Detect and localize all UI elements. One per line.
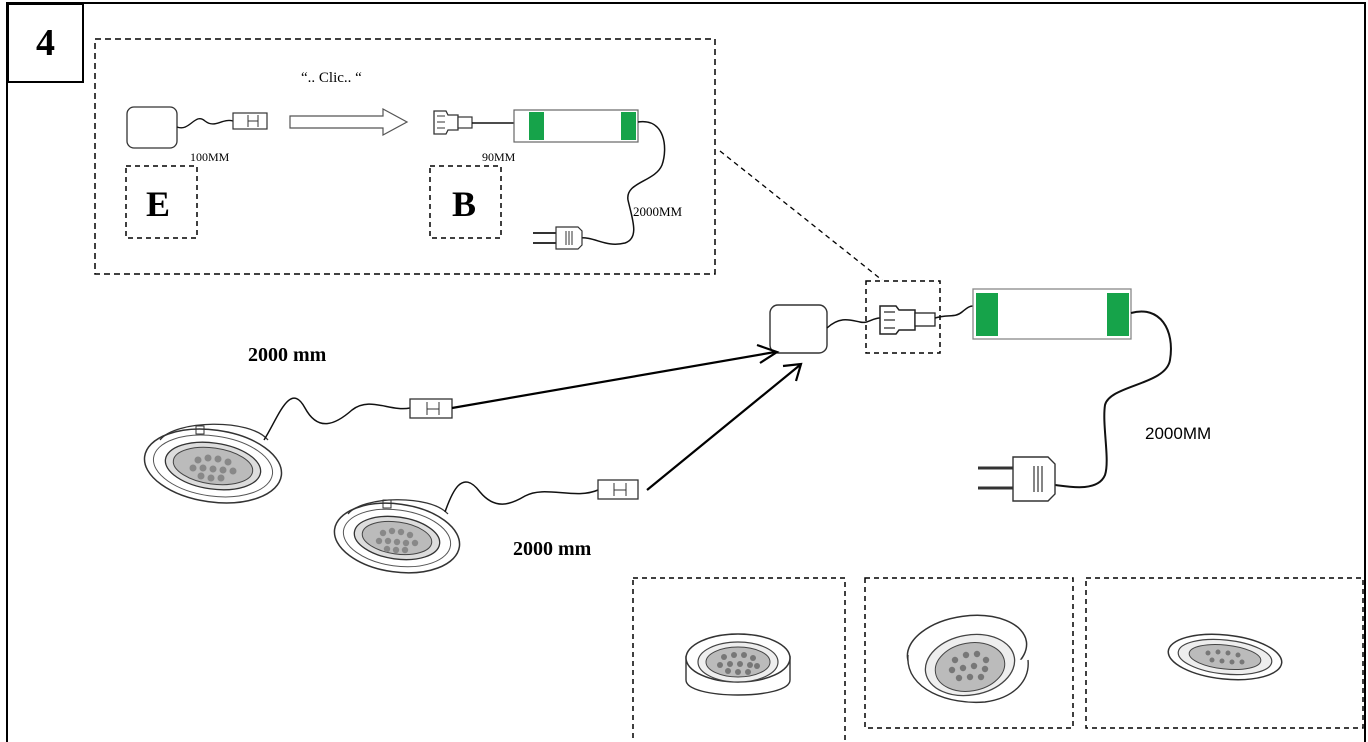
main-power-plug-icon: [978, 456, 1056, 502]
inset-power-plug-icon: [533, 226, 583, 250]
main-connector: [879, 305, 936, 335]
downlight-1-cable: [263, 397, 411, 441]
inset-panel: [94, 38, 716, 275]
downlight-2-cable: [444, 481, 599, 513]
inset-sensor-cable: [176, 118, 234, 129]
downlight-2-arrowhead: [782, 362, 803, 382]
inset-driver-terminal-left: [529, 112, 544, 140]
downlight-1: [143, 423, 283, 504]
label-e: E: [146, 184, 171, 224]
click-text: “.. Clic.. “: [301, 70, 362, 86]
downlight-2: [333, 499, 461, 574]
downlight-1-arrowhead: [756, 343, 780, 364]
inset-sensor-box: [126, 106, 178, 149]
inset-driver-cable-length: 2000MM: [633, 204, 683, 219]
variant-light-2: [906, 614, 1029, 704]
inset-socket-connector: [433, 110, 473, 135]
main-driver-terminal-left: [976, 293, 998, 336]
step-number: 4: [36, 22, 55, 64]
inset-power-cable: [577, 121, 666, 245]
main-driver-body: [972, 288, 1132, 340]
main-sensor-cable: [826, 317, 881, 329]
downlight-2-plug: [597, 479, 639, 500]
step-number-box: 4: [7, 3, 84, 83]
main-driver-terminal-right: [1107, 293, 1129, 336]
inset-plug-connector: [232, 112, 268, 130]
sensor-cable-length: 100MM: [190, 150, 230, 164]
light-2-cable-length: 2000 mm: [513, 538, 592, 560]
zoom-leader-line: [719, 150, 883, 281]
variant-box-3: [1085, 577, 1364, 729]
variant-light-1: [685, 633, 791, 696]
main-driver-cable-length: 2000MM: [1145, 424, 1212, 443]
downlight-1-plug: [409, 398, 453, 419]
label-b: B: [452, 184, 477, 224]
main-sensor-box: [769, 304, 828, 354]
connector-cable-length: 90MM: [482, 150, 516, 164]
variant-light-3: [1167, 633, 1283, 681]
click-arrow-icon: [289, 107, 409, 137]
variant-box-2: [864, 577, 1074, 729]
main-power-cable: [1054, 310, 1172, 489]
inset-driver-terminal-right: [621, 112, 636, 140]
outer-frame: [6, 2, 1366, 742]
light-1-cable-length: 2000 mm: [248, 344, 327, 366]
downlight-2-connect-arrow: [646, 364, 801, 491]
main-connector-cable: [934, 305, 974, 319]
downlight-1-connect-arrow: [451, 350, 776, 410]
